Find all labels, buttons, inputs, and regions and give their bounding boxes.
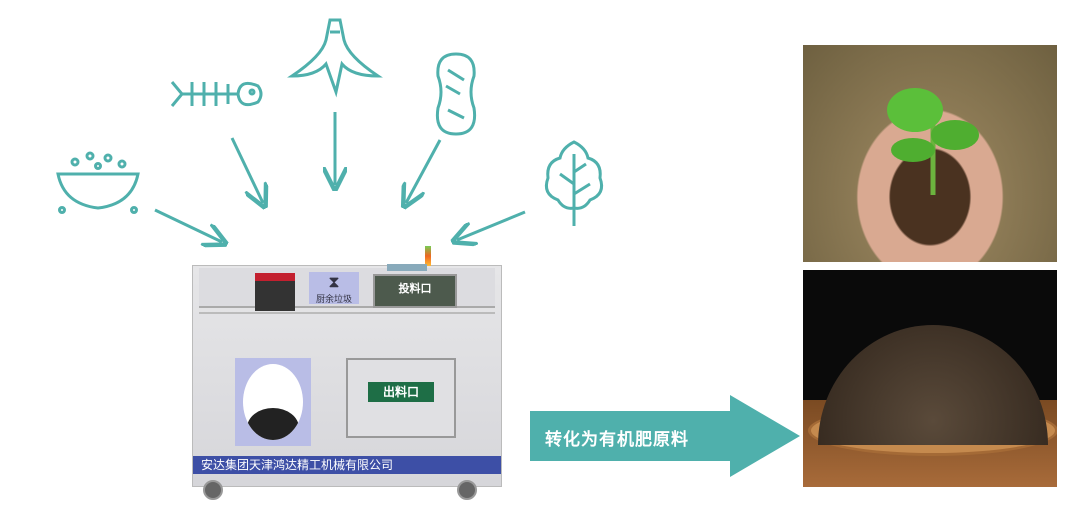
feed-tag — [387, 264, 427, 271]
bowl-icon — [56, 151, 140, 214]
wheel-right — [457, 480, 477, 500]
output-port-label: 出料口 — [368, 382, 434, 402]
company-band: 安达集团天津鸿达精工机械有限公司 — [193, 456, 501, 474]
input-arrows — [154, 112, 526, 260]
leaf-icon — [544, 140, 604, 226]
wheel-left — [203, 480, 223, 500]
arrow-bowl — [154, 208, 222, 242]
fish-bone-icon — [170, 81, 263, 107]
compost-pile-photo — [803, 270, 1057, 487]
panel-logo: ⧗厨余垃圾 — [309, 272, 359, 305]
conversion-text: 转化为有机肥原料 — [545, 430, 689, 450]
panel-logo-text: 厨余垃圾 — [315, 295, 352, 305]
lid-seam — [199, 312, 495, 314]
arrow-fish — [230, 137, 263, 203]
peanut-icon — [435, 52, 477, 136]
seedling-in-soil-photo — [803, 45, 1057, 262]
feed-port-label[interactable]: 投料口 — [373, 274, 457, 308]
emblem-handshake-sprout — [235, 358, 311, 446]
food-waste-processor: ⧗厨余垃圾 投料口 出料口 安达集团天津鸿达精工机械有限公司 — [192, 246, 502, 500]
top-panel: ⧗厨余垃圾 投料口 — [199, 264, 495, 311]
control-display — [255, 273, 295, 311]
conversion-arrow — [530, 395, 800, 477]
arrow-leaf — [457, 210, 526, 240]
banana-peel-icon — [287, 18, 383, 98]
output-door[interactable]: 出料口 — [346, 358, 456, 438]
arrow-peanut — [406, 139, 442, 203]
signal-lamp — [425, 246, 431, 266]
